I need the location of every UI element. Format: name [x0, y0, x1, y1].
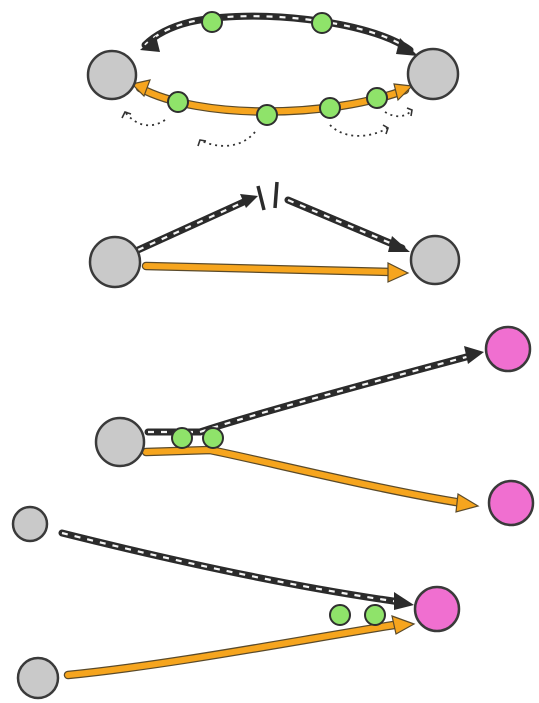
dark-dashed-segment-2 — [284, 196, 406, 252]
orange-arrowhead-left — [130, 79, 151, 98]
waypoint — [364, 604, 386, 626]
arrowhead — [240, 194, 258, 208]
source-node-upper — [11, 505, 49, 543]
waypoint — [329, 604, 351, 626]
dark-dashed-merge-dashes — [61, 531, 401, 604]
orange-arrowhead — [387, 262, 410, 283]
source-node-left — [88, 235, 142, 289]
open-arrow-right — [382, 124, 389, 135]
arrowhead — [394, 592, 414, 610]
arrowhead — [464, 346, 484, 364]
open-arrow-mid — [197, 139, 207, 147]
waypoint — [202, 427, 224, 449]
barrier-mark — [256, 185, 266, 211]
dark-dashed-arc-dashes — [144, 15, 411, 51]
source-node-right — [406, 47, 460, 101]
arrowhead — [388, 236, 410, 252]
waypoint — [171, 427, 193, 449]
source-node-left — [86, 49, 138, 101]
orange-direct — [143, 263, 395, 275]
dark-dashed-branch — [144, 352, 474, 436]
open-arrow-left — [121, 111, 132, 119]
orange-arrowhead — [391, 615, 416, 635]
dotted-hint-mid — [199, 131, 256, 147]
waypoint — [167, 91, 189, 113]
panel-split — [94, 325, 535, 527]
panel-loop — [86, 11, 460, 147]
target-node-upper — [484, 325, 532, 373]
orange-merge — [65, 621, 403, 678]
open-arrow-right2 — [406, 107, 413, 117]
dark-dashed-segment-1 — [134, 196, 252, 254]
arrowhead-right — [396, 38, 418, 56]
panel-merge — [11, 505, 461, 700]
orange-arrowhead-right — [393, 83, 414, 102]
arrowhead-left — [140, 36, 160, 52]
panel-blocked — [88, 181, 461, 289]
waypoint — [201, 11, 223, 33]
waypoint — [366, 87, 388, 109]
source-node-lower — [16, 656, 60, 700]
orange-arrowhead — [455, 493, 480, 513]
dotted-hint-right2 — [384, 109, 413, 118]
dotted-hint-right — [329, 124, 389, 137]
waypoint — [256, 104, 278, 126]
source-node — [94, 416, 146, 468]
target-node — [413, 585, 461, 633]
barrier-mark — [273, 181, 279, 209]
waypoint — [311, 12, 333, 34]
target-node-lower — [487, 479, 535, 527]
dark-dashed-merge — [58, 529, 404, 606]
dark-dashed-arc — [141, 12, 414, 54]
orange-branch — [143, 446, 465, 506]
source-node-right — [409, 234, 461, 286]
waypoint — [319, 97, 341, 119]
